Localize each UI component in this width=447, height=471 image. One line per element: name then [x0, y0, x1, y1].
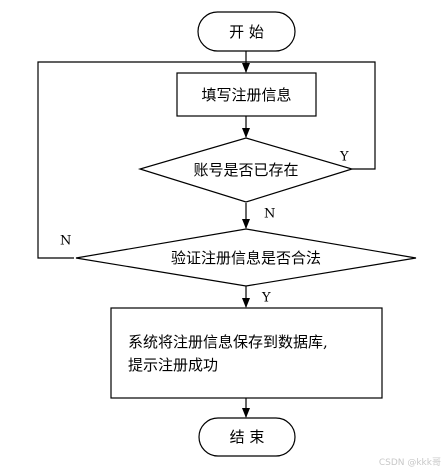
watermark: CSDN @kkk哥: [378, 458, 441, 468]
connectors: [37, 51, 376, 418]
start-label: 开 始: [229, 23, 264, 41]
loop-validate-no: [37, 61, 246, 259]
save-label-line1: 系统将注册信息保存到数据库,: [128, 333, 328, 351]
account-exists-label: 账号是否已存在: [193, 161, 298, 179]
validate-yes-label: Y: [261, 291, 271, 306]
fill-info-label: 填写注册信息: [201, 86, 291, 104]
account-exists-decision: [137, 137, 355, 203]
validate-label: 验证注册信息是否合法: [171, 249, 321, 267]
validate-decision: [75, 228, 417, 287]
exists-no-label: N: [264, 207, 275, 222]
validate-no-label: N: [60, 234, 71, 249]
end-label: 结 束: [230, 428, 265, 446]
end-terminal: [198, 417, 296, 457]
exists-yes-label: Y: [339, 150, 349, 165]
loop-exists-yes: [246, 61, 376, 170]
fill-info-process: [176, 72, 317, 117]
start-terminal: [197, 11, 296, 52]
save-label-line2: 提示注册成功: [128, 356, 218, 374]
save-process: [110, 307, 383, 399]
